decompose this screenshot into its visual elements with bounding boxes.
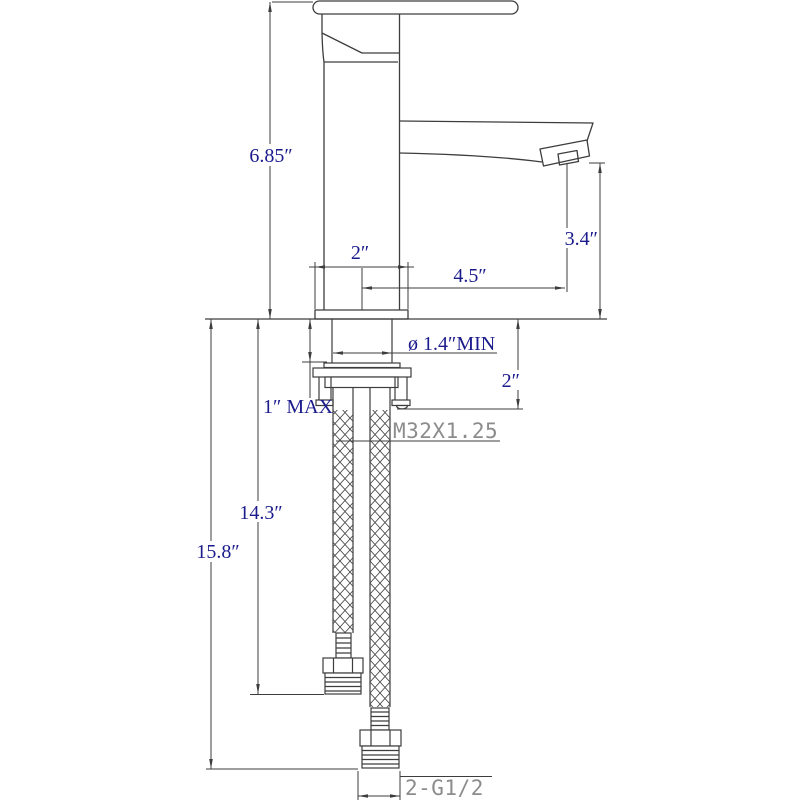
aerator-outlet: [557, 149, 580, 166]
label-short-hose-drop: 14.3″: [239, 502, 282, 524]
label-below-deck-clearance: 2″: [502, 370, 520, 392]
faucet-outline: [312, 0, 594, 320]
mounting-hardware: [312, 319, 412, 410]
dimension-labels: 6.85″ 2″ 4.5″ 3.4″ ø 1.4″MIN 2″ 1″ MAX 1…: [196, 145, 598, 800]
extension-lines: [206, 1, 605, 800]
handle-base: [321, 14, 401, 54]
label-spout-reach: 4.5″: [453, 265, 486, 287]
hex-nut: [359, 729, 402, 747]
bolt-tip-right: [395, 404, 409, 410]
threaded-shank: [331, 319, 393, 363]
washer: [323, 362, 401, 369]
label-min-hole-diameter: ø 1.4″MIN: [408, 333, 495, 355]
label-max-deck-thickness: 1″ MAX: [263, 396, 334, 418]
ribbed-cap-ribs: [325, 676, 361, 692]
base-flange: [314, 309, 409, 320]
hex-nut-facets: [332, 658, 354, 673]
supply-hose-right-braid: [370, 410, 390, 707]
handle-lever: [312, 0, 519, 15]
bolt-foot-right: [391, 399, 411, 407]
mounting-nut: [324, 376, 399, 389]
label-spout-outlet-height: 3.4″: [565, 228, 598, 250]
dimension-arrows: [209, 2, 602, 798]
supply-hoses: [322, 387, 402, 769]
label-supply-connections: 2-G1/2: [405, 776, 484, 800]
ribbed-cap: [361, 745, 400, 769]
crimp-sleeve: [335, 632, 352, 659]
supply-hose-left-braid: [333, 410, 353, 633]
label-shank-thread: M32X1.25: [393, 419, 498, 443]
ribbed-cap: [324, 672, 362, 695]
ribbed-cap-ribs: [362, 749, 399, 765]
hose-fitting-right: [359, 707, 402, 769]
crimp-sleeve: [370, 707, 390, 731]
mounting-plate: [312, 367, 412, 378]
crimp-sleeve-ribs: [336, 637, 351, 654]
crimp-sleeve-ribs: [371, 711, 389, 727]
label-backgrounds: [191, 144, 599, 562]
spout-arm: [399, 120, 594, 163]
hose-fitting-left: [322, 632, 364, 695]
hex-nut: [322, 657, 364, 674]
label-flange-width: 2″: [351, 242, 369, 264]
label-long-hose-drop: 15.8″: [196, 541, 239, 563]
hex-nut-facets: [370, 730, 391, 746]
mounting-bolts: [318, 377, 408, 400]
neck-fillet: [321, 32, 398, 63]
label-overall-height: 6.85″: [249, 145, 292, 167]
